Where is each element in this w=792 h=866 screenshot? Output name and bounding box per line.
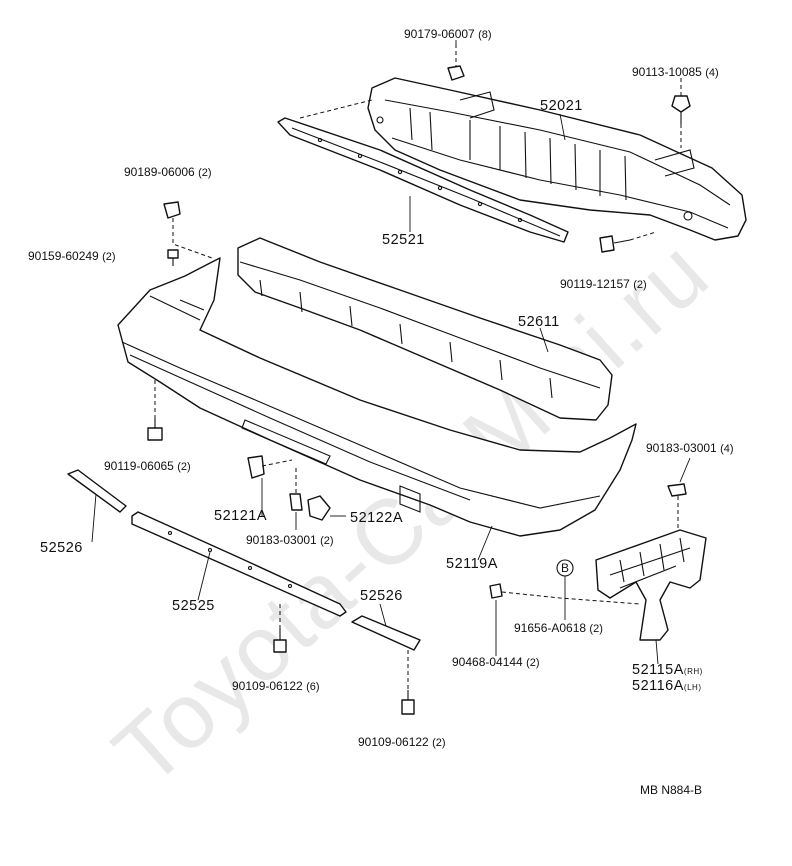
- retainer-52525: [131, 511, 347, 617]
- svg-text:90189-06006 (2): 90189-06006 (2): [124, 165, 212, 179]
- callout-52521: 52521: [382, 232, 425, 248]
- callout-52119A: 52119A: [446, 556, 498, 572]
- svg-text:52121A: 52121A: [214, 508, 267, 524]
- reinforcement-52021: [367, 77, 747, 241]
- callout-52525: 52525: [172, 598, 215, 614]
- svg-text:90183-03001 (2): 90183-03001 (2): [246, 533, 334, 547]
- bracket-52121A: [247, 455, 265, 479]
- svg-text:90159-60249 (2): 90159-60249 (2): [28, 249, 116, 263]
- bolt-90119-06065: [147, 418, 163, 441]
- bracket-52122A: [307, 495, 331, 521]
- svg-text:52122A: 52122A: [350, 510, 403, 526]
- callout-90109-06122-two: 90109-06122 (2): [358, 735, 446, 749]
- callout-52611: 52611: [518, 314, 560, 330]
- bolt-90113-10085: [671, 95, 691, 124]
- marker-b-letter: B: [561, 561, 569, 575]
- svg-text:52116A(LH): 52116A(LH): [632, 678, 701, 694]
- callout-52526-left: 52526: [40, 540, 83, 556]
- diagram-code: MB N884-B: [640, 783, 702, 797]
- callout-90113-10085: 90113-10085 (4): [632, 65, 719, 79]
- svg-text:52115A(RH): 52115A(RH): [632, 662, 703, 678]
- callout-91656-A0618: 91656-A0618 (2): [514, 621, 603, 635]
- svg-text:90109-06122 (6): 90109-06122 (6): [232, 679, 320, 693]
- screw-90159-60249: [167, 249, 179, 266]
- clip-90183-03001-small: [289, 493, 303, 511]
- svg-text:52526: 52526: [40, 540, 83, 556]
- callout-52115A: 52115A(RH): [632, 662, 703, 678]
- bolt-90109-06122-six: [273, 628, 287, 653]
- callout-90109-06122-six: 90109-06122 (6): [232, 679, 320, 693]
- callout-90468-04144: 90468-04144 (2): [452, 655, 540, 669]
- pad-52526-right: [351, 615, 421, 651]
- callout-52021: 52021: [540, 98, 583, 114]
- bolt-90119-12157: [599, 235, 631, 253]
- callout-90179-06007: 90179-06007 (8): [404, 27, 492, 41]
- callout-52121A: 52121A: [214, 508, 267, 524]
- clip-90468-04144: [489, 583, 503, 599]
- absorber-52611: [237, 237, 613, 421]
- svg-text:90119-06065 (2): 90119-06065 (2): [104, 459, 191, 473]
- callout-90119-06065: 90119-06065 (2): [104, 459, 191, 473]
- callout-90189-06006: 90189-06006 (2): [124, 165, 212, 179]
- callout-90159-60249: 90159-60249 (2): [28, 249, 116, 263]
- svg-text:90109-06122 (2): 90109-06122 (2): [358, 735, 446, 749]
- svg-text:90119-12157 (2): 90119-12157 (2): [560, 277, 647, 291]
- svg-text:90183-03001 (4): 90183-03001 (4): [646, 441, 734, 455]
- nut-90179-06007: [447, 65, 465, 81]
- svg-text:52525: 52525: [172, 598, 215, 614]
- svg-text:52119A: 52119A: [446, 556, 498, 572]
- svg-text:52526: 52526: [360, 588, 403, 604]
- bumper-cover-52119A: [117, 257, 637, 537]
- svg-text:52521: 52521: [382, 232, 425, 248]
- callout-52116A: 52116A(LH): [632, 678, 701, 694]
- svg-text:90113-10085 (4): 90113-10085 (4): [632, 65, 719, 79]
- retainer-52521: [277, 117, 569, 243]
- clip-90183-03001: [667, 483, 687, 497]
- callout-90119-12157: 90119-12157 (2): [560, 277, 647, 291]
- callout-52526-right: 52526: [360, 588, 403, 604]
- callout-52122A: 52122A: [350, 510, 403, 526]
- svg-text:90468-04144 (2): 90468-04144 (2): [452, 655, 540, 669]
- callout-90183-03001-two: 90183-03001 (2): [246, 533, 334, 547]
- bracket-52115A-52116A: [595, 529, 707, 641]
- svg-text:90179-06007 (8): 90179-06007 (8): [404, 27, 492, 41]
- svg-text:52021: 52021: [540, 98, 583, 114]
- pad-52526-left: [67, 469, 127, 513]
- nut-90189-06006: [163, 201, 181, 219]
- marker-b: B: [556, 559, 574, 577]
- bolt-90109-06122-two: [401, 690, 415, 715]
- svg-text:52611: 52611: [518, 314, 560, 330]
- callout-90183-03001-four: 90183-03001 (4): [646, 441, 734, 455]
- svg-text:91656-A0618 (2): 91656-A0618 (2): [514, 621, 603, 635]
